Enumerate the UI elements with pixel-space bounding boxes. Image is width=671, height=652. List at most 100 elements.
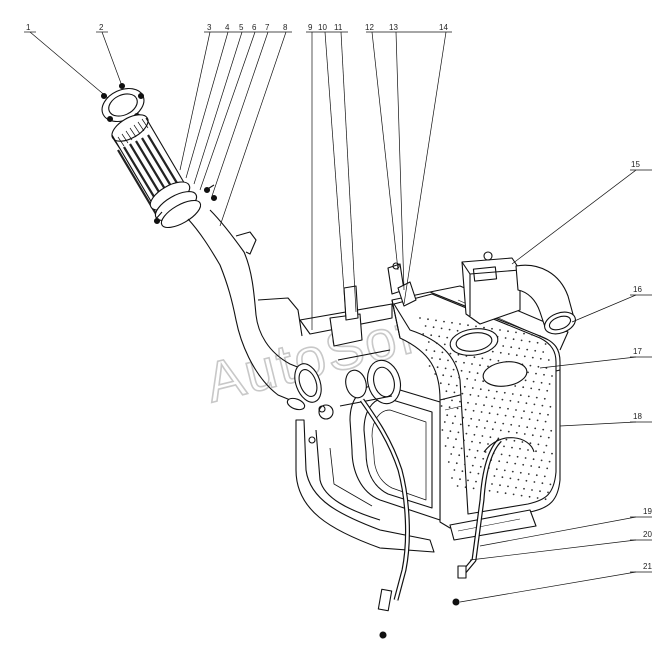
perforation-dot — [498, 460, 501, 463]
perforation-dot — [463, 361, 465, 364]
perforation-dot — [495, 390, 498, 393]
perforation-dot — [527, 449, 529, 451]
perforation-dot — [538, 388, 541, 391]
perforation-dot — [531, 489, 533, 491]
callout-18: 18 — [633, 412, 642, 421]
perforation-dot — [517, 478, 520, 481]
perforation-dot — [473, 433, 476, 436]
perforation-dot — [472, 409, 475, 412]
outlet-elbow — [515, 264, 576, 335]
perforation-dot — [542, 351, 545, 353]
perforation-dot — [427, 318, 429, 321]
perforation-dot — [419, 317, 421, 319]
perforation-dot — [514, 462, 517, 465]
perforation-dot — [535, 474, 538, 477]
perforation-dot — [533, 403, 536, 406]
perforation-dot — [451, 321, 453, 324]
perforation-dot — [499, 351, 502, 354]
perforation-dot — [473, 356, 476, 359]
perforation-dot — [550, 429, 553, 432]
perforation-dot — [483, 326, 485, 329]
perforation-dot — [431, 357, 433, 359]
perforation-dot — [455, 462, 458, 465]
perforation-dot — [551, 452, 553, 455]
perforation-dot — [453, 469, 456, 471]
callout-16: 16 — [633, 285, 642, 294]
perforation-dot — [504, 337, 507, 339]
perforation-dot — [481, 357, 484, 360]
perforation-dot — [520, 494, 523, 497]
perforation-dot — [519, 471, 522, 474]
perforation-dot — [496, 413, 499, 416]
perforation-dot — [443, 421, 446, 423]
perforation-dot — [534, 349, 537, 352]
perforation-dot — [539, 435, 542, 438]
perforation-dot — [448, 328, 451, 331]
perforation-dot — [531, 333, 533, 336]
callout-2: 2 — [99, 23, 104, 32]
perforation-dot — [467, 424, 470, 427]
perforation-dot — [491, 428, 494, 431]
perforation-dot — [475, 425, 478, 428]
perforation-dot — [475, 480, 477, 483]
perforation-dot — [467, 401, 469, 404]
perforation-dot — [436, 366, 439, 369]
perforation-dot — [528, 340, 531, 343]
perforation-dot — [520, 339, 523, 342]
perforation-dot — [532, 458, 535, 461]
perforation-dot — [504, 492, 507, 495]
perforation-dot — [491, 405, 493, 408]
perforation-dot — [447, 359, 449, 362]
perforation-dot — [488, 412, 491, 415]
outlet-box — [461, 251, 521, 325]
perforation-dot — [531, 411, 533, 414]
perforation-dot — [448, 406, 451, 409]
perforation-dot — [434, 373, 437, 375]
perforation-dot — [443, 398, 445, 401]
perforation-dot — [519, 394, 522, 397]
perforation-dot — [494, 421, 497, 424]
perforation-dot — [536, 341, 539, 344]
perforation-dot — [471, 464, 474, 467]
perforation-dot — [532, 380, 535, 383]
drawing — [100, 82, 576, 639]
perforation-dot — [427, 341, 430, 343]
perforation-dot — [510, 423, 513, 426]
perforation-dot — [479, 441, 481, 444]
perforation-dot — [496, 491, 499, 493]
perforation-dot — [527, 395, 530, 398]
perforation-dot — [511, 446, 513, 449]
perforation-dot — [460, 447, 463, 450]
perforation-dot — [518, 347, 521, 350]
perforation-dot — [470, 417, 473, 420]
perforation-dot — [441, 351, 444, 354]
perforation-dot — [461, 392, 464, 395]
perforation-dot — [466, 455, 469, 458]
callout-13: 13 — [389, 23, 398, 32]
perforation-dot — [479, 465, 482, 468]
perforation-dot — [435, 342, 438, 345]
perforation-dot — [455, 438, 457, 441]
perforation-dot — [511, 393, 514, 395]
perforation-dot — [499, 329, 501, 331]
perforation-dot — [471, 363, 473, 365]
perforation-dot — [502, 422, 505, 425]
perforation-dot — [440, 405, 443, 407]
perforation-dot — [493, 475, 496, 477]
perforation-dot — [535, 450, 537, 453]
perforation-dot — [536, 497, 539, 499]
perforation-dot — [439, 382, 442, 385]
perforation-dot — [461, 470, 464, 473]
perforation-dot — [529, 364, 532, 367]
perforation-dot — [478, 419, 481, 421]
perforation-dot — [510, 346, 513, 349]
perforation-dot — [457, 353, 460, 356]
perforation-dot — [463, 439, 465, 442]
perforation-dot — [453, 391, 456, 394]
perforation-dot — [507, 353, 510, 355]
perforation-dot — [539, 357, 542, 360]
perforation-dot — [525, 402, 528, 405]
perforation-dot — [503, 469, 506, 472]
perforation-dot — [482, 380, 485, 383]
perforation-dot — [512, 493, 515, 496]
